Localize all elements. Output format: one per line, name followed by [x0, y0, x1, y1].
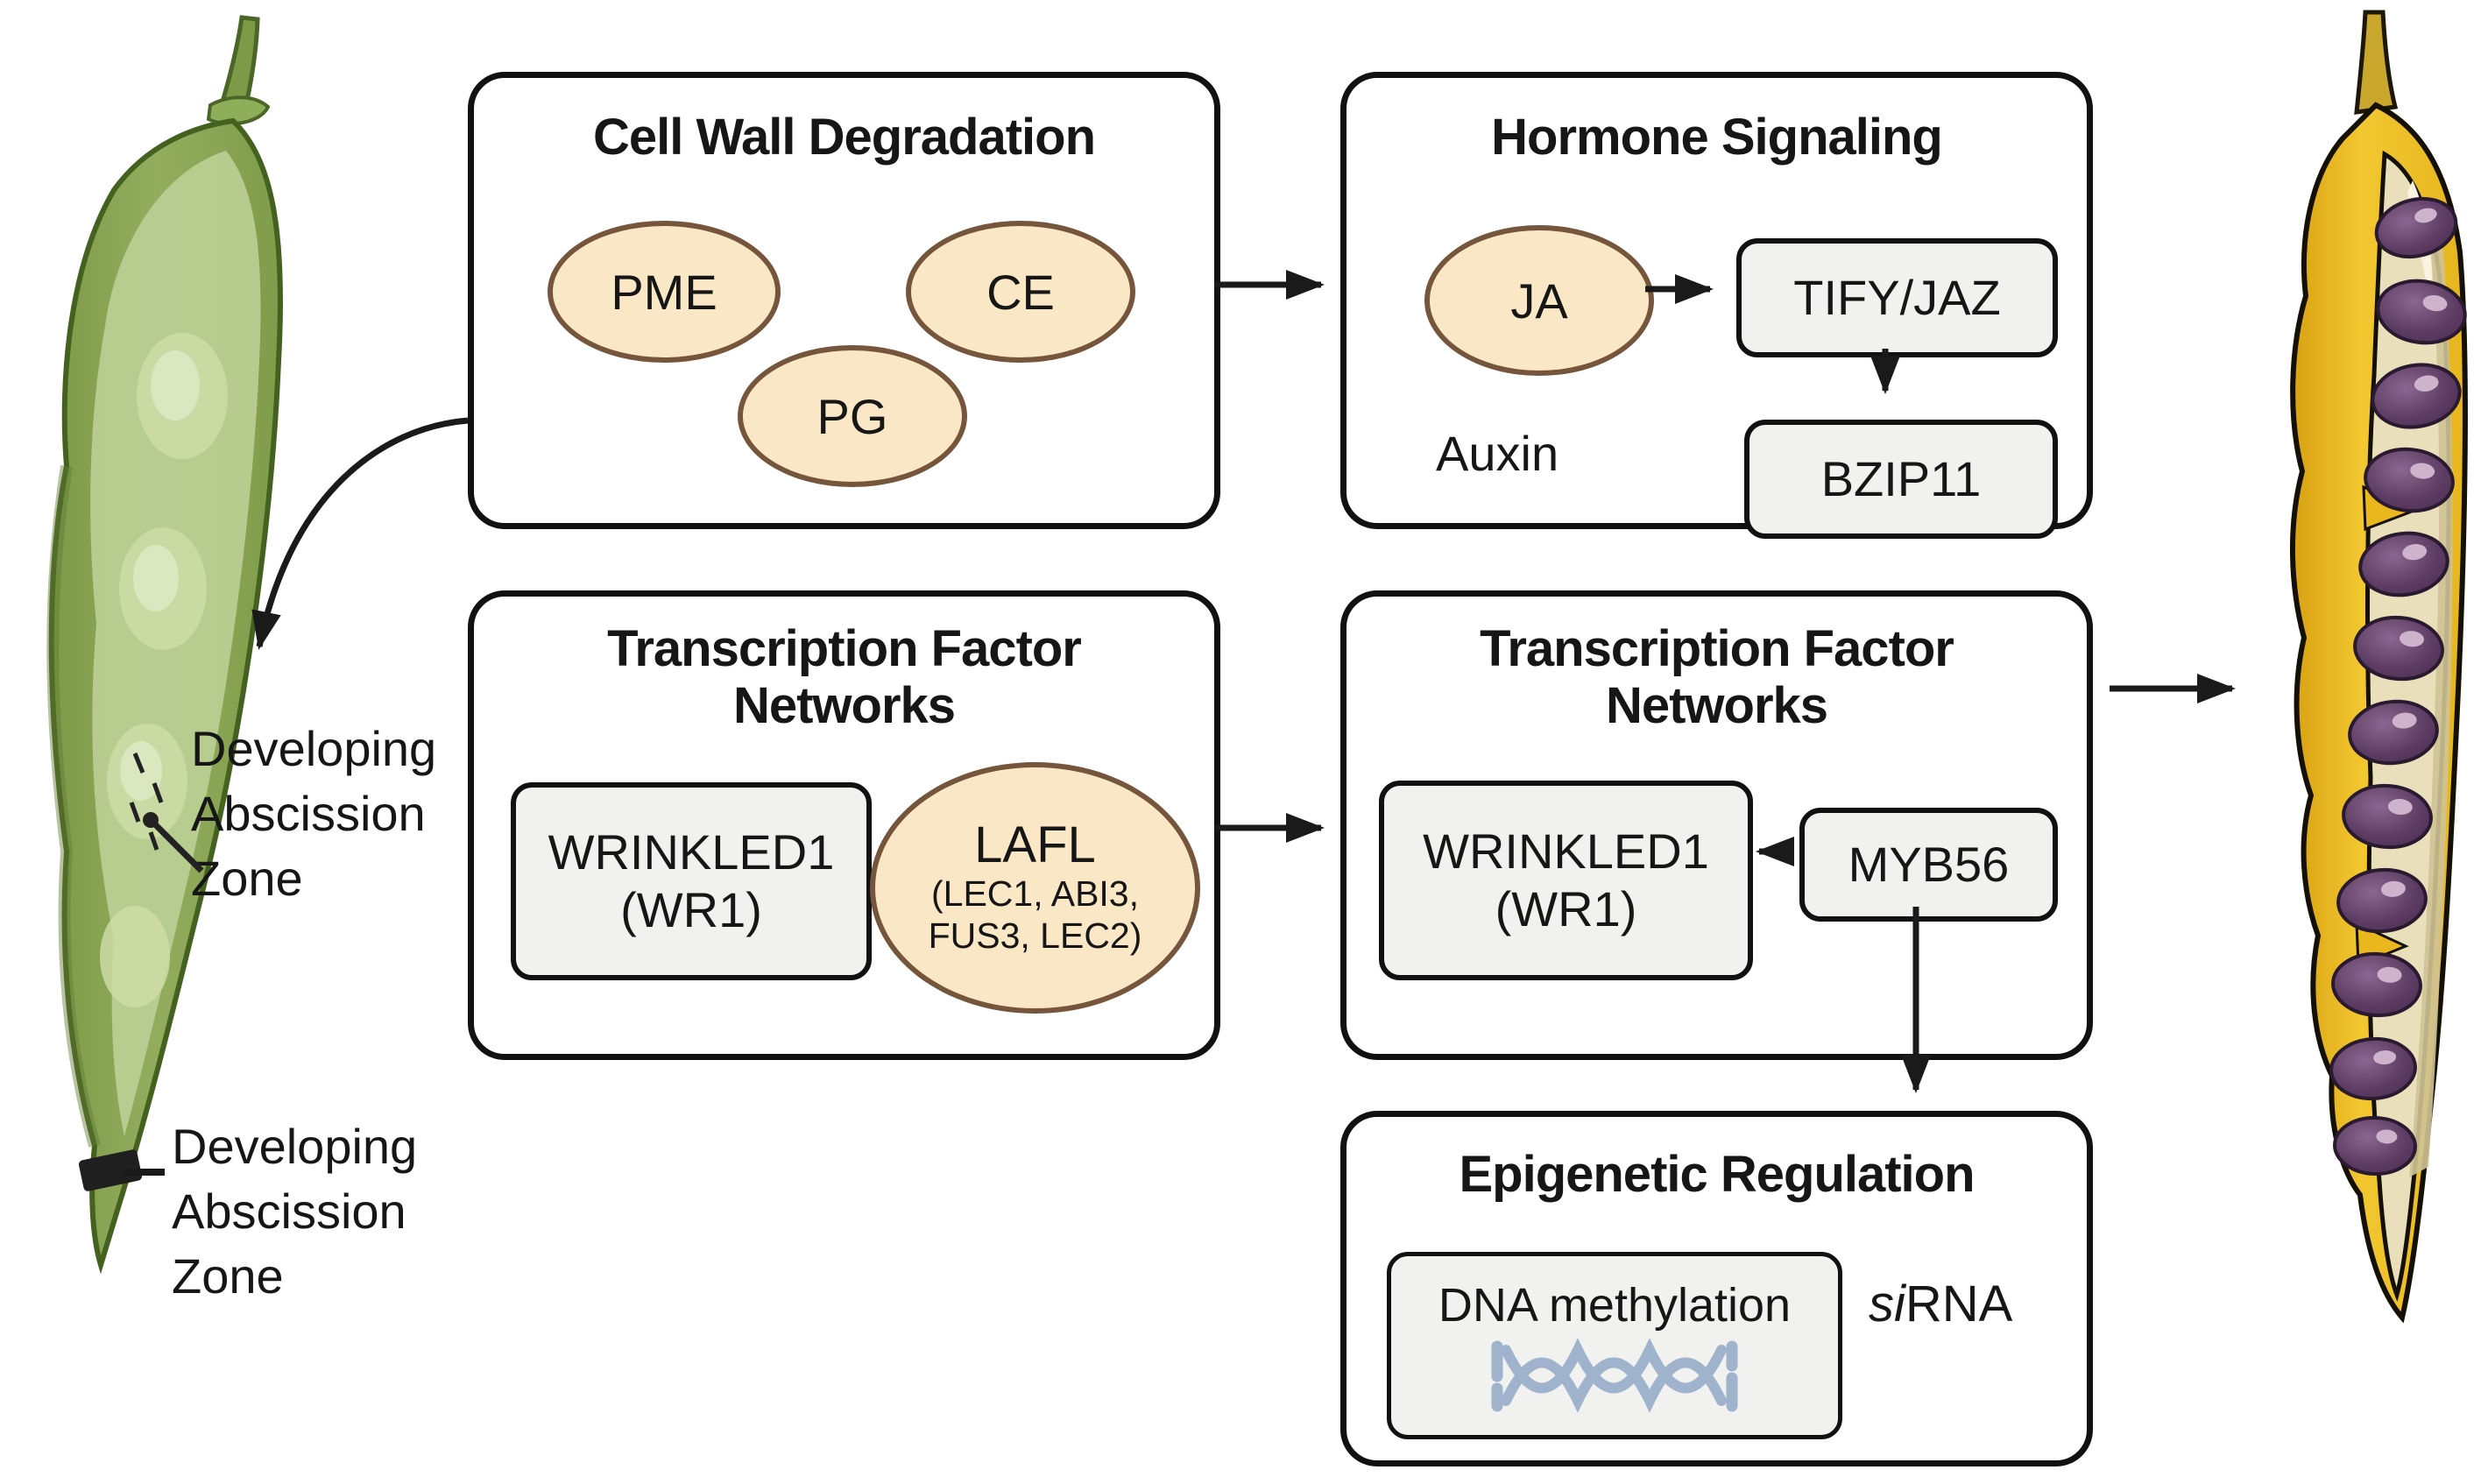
lafl-label: LAFL: [974, 816, 1096, 873]
sirna-prefix: si: [1869, 1276, 1905, 1332]
yellow-pod-illustration: [2290, 10, 2468, 1324]
abscission-leader-lower: [78, 1149, 165, 1191]
sirna-label: siRNA: [1869, 1275, 2012, 1333]
pod-funicle-lower: [2355, 921, 2409, 968]
pod-inner-shadow: [2409, 208, 2453, 1177]
abscission-zone-dashes: [129, 753, 164, 851]
epigenetic-regulation-panel: Epigenetic Regulation DNA methylation si…: [1340, 1111, 2093, 1466]
tify-jaz-node: TIFY/JAZ: [1736, 238, 2058, 357]
pme-label: PME: [611, 264, 717, 320]
bzip11-node: BZIP11: [1744, 420, 2058, 539]
tf-networks-right-title: Transcription Factor Networks: [1346, 620, 2087, 735]
cell-wall-degradation-title: Cell Wall Degradation: [592, 109, 1096, 166]
auxin-label: Auxin: [1436, 426, 1559, 481]
hormone-signaling-panel: Hormone Signaling JA TIFY/JAZ BZIP11 Aux…: [1340, 72, 2093, 539]
tf-networks-left-panel: Transcription Factor Networks WRINKLED1 …: [468, 590, 1220, 1060]
abscission-upper-line1: Developing: [191, 721, 437, 776]
tf-networks-left-title-line2: Networks: [732, 676, 956, 734]
abscission-lower-line2: Abscission: [172, 1184, 406, 1239]
pg-label: PG: [816, 388, 888, 444]
epigenetic-regulation-title: Epigenetic Regulation: [1459, 1146, 1975, 1203]
green-pod-illustration: [46, 15, 283, 1275]
ce-node: CE: [906, 221, 1135, 363]
pg-node: PG: [738, 345, 967, 487]
pod-seed-highlights: [120, 350, 200, 801]
tf-networks-right-title-line2: Networks: [1605, 676, 1828, 734]
pod-outer-wall: [2290, 102, 2468, 1324]
lafl-node: LAFL (LEC1, ABI3, FUS3, LEC2): [870, 762, 1200, 1014]
dna-methylation-label: DNA methylation: [1438, 1279, 1792, 1332]
tf-networks-left-title: Transcription Factor Networks: [474, 620, 1214, 735]
pod-left-shading: [46, 464, 101, 1148]
dna-methylation-node: DNA methylation: [1387, 1252, 1842, 1439]
pod-seeds: [2329, 197, 2467, 1177]
dna-helix-icon: [1491, 1338, 1738, 1413]
abscission-lower-line3: Zone: [172, 1248, 284, 1304]
pod-stem: [206, 15, 271, 126]
pod-top-highlight: [2407, 180, 2433, 303]
myb56-label: MYB56: [1848, 836, 2010, 892]
cell-wall-degradation-panel: Cell Wall Degradation PME CE PG: [468, 72, 1220, 529]
bzip11-label: BZIP11: [1820, 450, 1982, 506]
wrinkled1-right-line2: (WR1): [1495, 881, 1637, 936]
tf-networks-right-title-line1: Transcription Factor: [1480, 620, 1954, 677]
myb56-node: MYB56: [1799, 808, 2058, 922]
abscission-lower-line1: Developing: [172, 1119, 418, 1174]
lafl-sub-line1: (LEC1, ABI3,: [930, 873, 1139, 914]
sirna-suffix: RNA: [1905, 1276, 2013, 1332]
tify-jaz-label: TIFY/JAZ: [1793, 269, 2001, 325]
wrinkled1-left-line1: WRINKLED1: [548, 823, 835, 880]
ja-label: JA: [1510, 272, 1568, 329]
wrinkled1-left-node: WRINKLED1 (WR1): [511, 782, 872, 980]
pod-inner-panel: [90, 151, 261, 1136]
ja-node: JA: [1424, 225, 1654, 376]
abscission-upper-line2: Abscission: [191, 786, 426, 841]
abscission-zone-label-upper: Developing Abscission Zone: [191, 717, 480, 911]
ce-label: CE: [986, 264, 1055, 320]
abscission-upper-line3: Zone: [191, 851, 303, 906]
pme-node: PME: [548, 221, 781, 363]
pod-funicle-upper: [2362, 484, 2420, 532]
lafl-sub-line2: FUS3, LEC2): [928, 915, 1142, 956]
wrinkled1-left-line2: (WR1): [620, 882, 762, 937]
pod-opening: [2365, 150, 2451, 1303]
wrinkled1-right-node: WRINKLED1 (WR1): [1379, 781, 1753, 980]
arrow-cellwall-to-abscission-curved: [251, 417, 469, 650]
pod-stem: [2354, 10, 2399, 115]
abscission-zone-label-lower: Developing Abscission Zone: [172, 1114, 461, 1309]
wrinkled1-right-line1: WRINKLED1: [1423, 823, 1709, 879]
hormone-signaling-title: Hormone Signaling: [1491, 109, 1943, 166]
pod-body: [48, 117, 283, 1275]
tf-networks-right-panel: Transcription Factor Networks WRINKLED1 …: [1340, 590, 2093, 1060]
tf-networks-left-title-line1: Transcription Factor: [607, 620, 1082, 677]
